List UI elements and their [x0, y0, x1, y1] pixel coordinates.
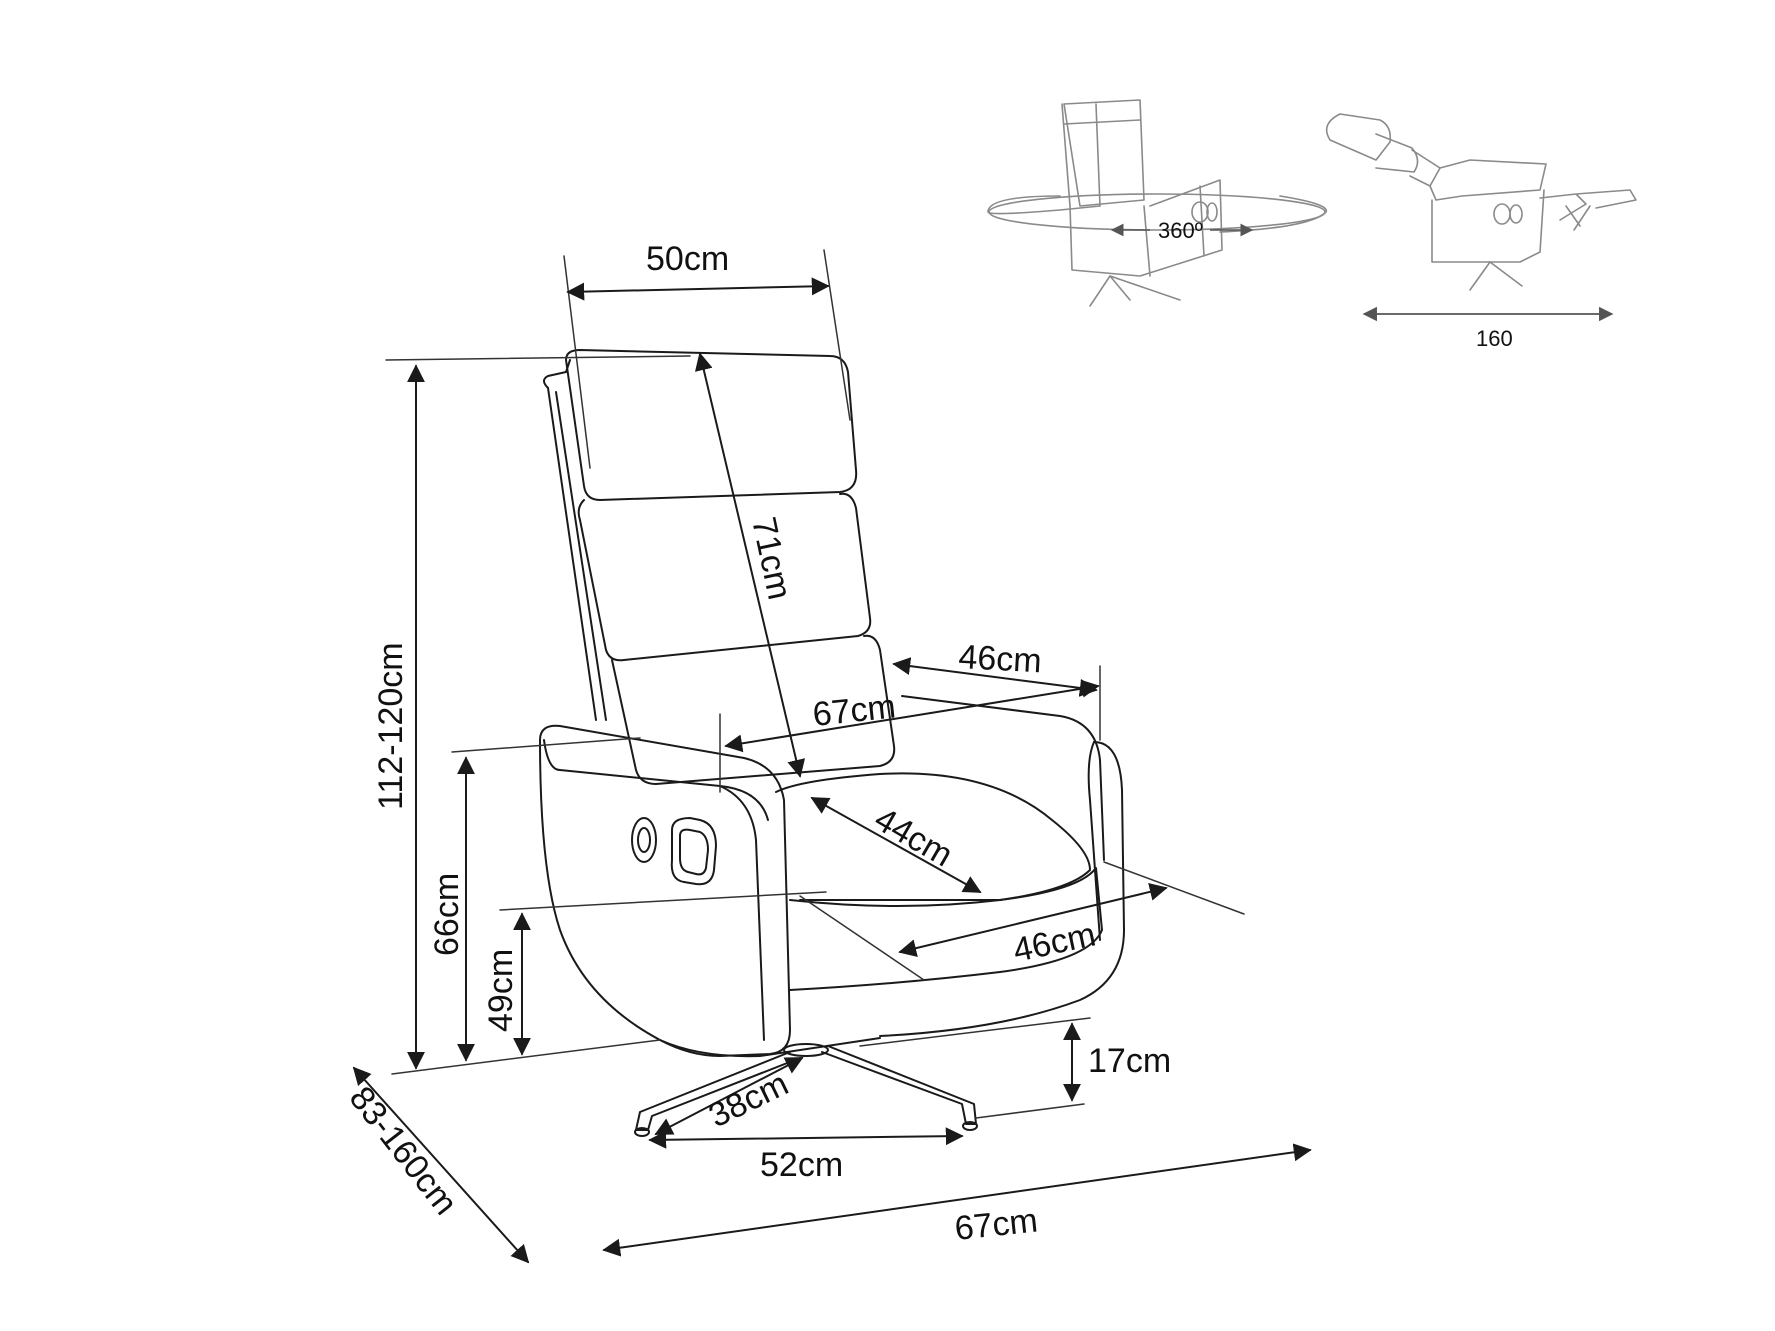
label-seat-depth: 44cm: [868, 800, 959, 874]
chair-outline: [539, 349, 1125, 1137]
label-seat-width: 67cm: [811, 687, 898, 733]
dimension-labels: 50cm 112-120cm 71cm 46cm 67cm 44cm 46cm …: [342, 240, 1171, 1248]
label-rotation: 360º: [1158, 218, 1203, 243]
label-armrest-length: 46cm: [958, 638, 1043, 680]
dimension-lines: [352, 249, 1312, 1264]
label-total-height: 112-120cm: [372, 642, 410, 810]
label-seat-height: 49cm: [482, 949, 520, 1032]
label-overall-depth: 83-160cm: [342, 1080, 465, 1223]
label-base-width: 52cm: [760, 1146, 843, 1184]
label-armrest-height: 66cm: [428, 873, 466, 956]
label-leg-length: 38cm: [703, 1065, 794, 1136]
rotation-thumbnail: 360º: [987, 99, 1327, 307]
label-base-height: 17cm: [1088, 1042, 1171, 1080]
label-reclined-length: 160: [1476, 326, 1513, 351]
reclined-thumbnail: 160: [1325, 113, 1637, 351]
label-backrest-height: 71cm: [744, 514, 798, 603]
label-headrest-width: 50cm: [646, 240, 729, 278]
label-overall-width: 67cm: [953, 1201, 1040, 1247]
label-seat-front-width: 46cm: [1010, 915, 1099, 969]
